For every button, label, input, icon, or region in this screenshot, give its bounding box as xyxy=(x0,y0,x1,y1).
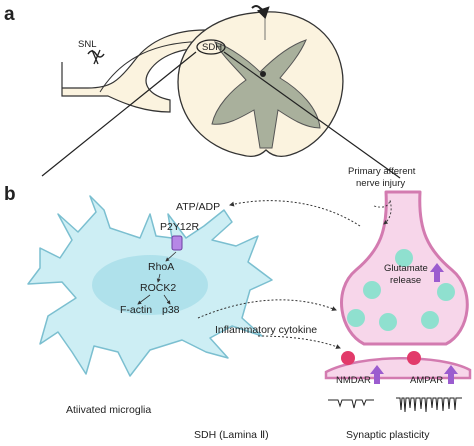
sdh-label: SDH xyxy=(202,42,222,53)
nmdar-increase-icon xyxy=(370,365,384,384)
stimulus-arrow-icon xyxy=(251,5,270,20)
central-canal xyxy=(260,71,266,77)
spinal-nerve xyxy=(61,29,206,113)
snl-ligature-icon xyxy=(87,49,105,65)
arrow-atp-release xyxy=(229,200,361,227)
vesicle xyxy=(347,309,365,327)
sdh-caption: SDH (Lamina Ⅱ) xyxy=(194,429,269,441)
activated-microglia[interactable] xyxy=(27,195,273,377)
ampar-receptor-icon[interactable] xyxy=(407,351,421,365)
snl-label: SNL xyxy=(78,39,96,50)
epsc-trace-after xyxy=(396,397,462,413)
synaptic-caption: Synaptic plasticity xyxy=(346,429,430,441)
panel-b-label: b xyxy=(4,184,16,205)
terminal-body xyxy=(340,190,469,346)
f-actin-label: F-actin xyxy=(120,304,152,316)
nmdar-label: NMDAR xyxy=(336,375,371,386)
glutamate-label-line1: Glutamate xyxy=(384,263,428,274)
arrow-rhoa-rock2 xyxy=(156,273,161,283)
rock2-label: ROCK2 xyxy=(140,282,176,294)
p2y12r-receptor-icon[interactable] xyxy=(171,235,183,251)
panel-a-label: a xyxy=(4,4,15,25)
vesicle xyxy=(421,311,439,329)
sdh-ellipse[interactable] xyxy=(196,39,226,55)
arrow-cytokine-receptors xyxy=(257,335,341,349)
vesicle xyxy=(379,313,397,331)
arrow-rock2-p38 xyxy=(163,294,171,305)
p2y12r-label: P2Y12R xyxy=(160,221,200,233)
arrow-cytokine-terminal xyxy=(197,299,337,319)
microglia-nucleus xyxy=(92,255,208,315)
glutamate-label-line2: release xyxy=(390,275,421,286)
atp-adp-label: ATP/ADP xyxy=(176,201,220,213)
vesicle xyxy=(437,283,455,301)
ampar-increase-icon xyxy=(444,365,458,384)
vesicle xyxy=(363,281,381,299)
vesicle xyxy=(395,249,413,267)
microglia-caption: Atiivated microglia xyxy=(66,404,151,416)
rhoa-label: RhoA xyxy=(148,261,174,273)
arrow-rock2-factin xyxy=(137,294,151,305)
zoom-line-left xyxy=(41,51,197,177)
arrow-p2y12r-rhoa xyxy=(165,251,177,262)
ampar-label: AMPAR xyxy=(410,375,443,386)
glutamate-increase-icon xyxy=(430,263,444,282)
p38-label: p38 xyxy=(162,304,180,316)
epsc-trace-before xyxy=(328,399,374,409)
grey-matter xyxy=(211,39,321,149)
presynaptic-terminal[interactable] xyxy=(340,190,469,346)
zoom-line-right xyxy=(223,51,401,179)
nmdar-receptor-icon[interactable] xyxy=(341,351,355,365)
primary-afferent-line1: Primary afferent xyxy=(348,166,416,177)
dorsal-root xyxy=(99,41,205,93)
inflammatory-cytokine-label: Inflammatory cytokine xyxy=(215,324,317,336)
spinal-cord-section: SNL SDH xyxy=(61,5,344,157)
primary-afferent-line2: nerve injury xyxy=(356,178,405,189)
